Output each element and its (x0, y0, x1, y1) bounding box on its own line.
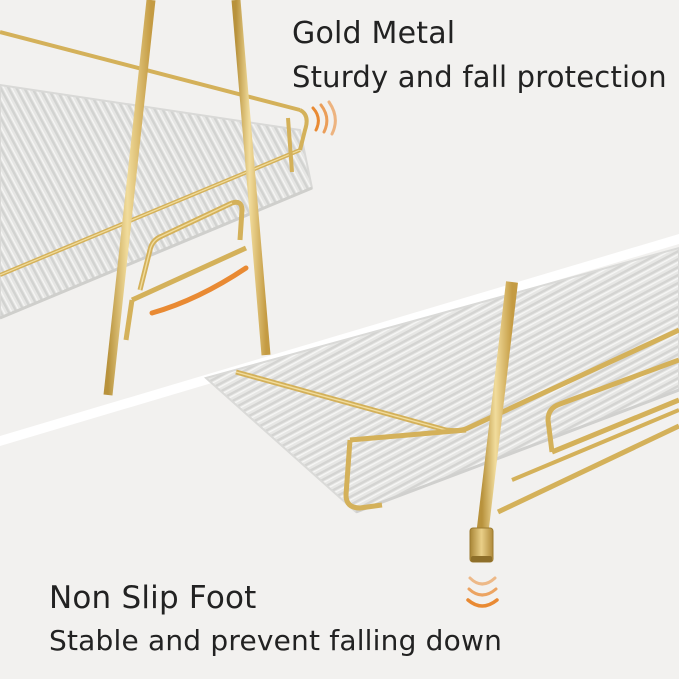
orange-arc-indicator-icon (311, 100, 337, 136)
lower-handle (545, 357, 679, 453)
upper-tray-plate (0, 83, 314, 320)
lower-tray-group (203, 246, 679, 563)
upper-tray-group (0, 0, 314, 396)
orange-chevrons-down-icon (466, 576, 499, 608)
upper-side-rail (298, 108, 309, 151)
upper-tray-edge (0, 186, 313, 320)
top-caption-title: Gold Metal (292, 16, 456, 51)
orange-swoosh-icon (149, 265, 249, 316)
top-caption-subtitle: Sturdy and fall protection (292, 60, 667, 94)
lower-tray-plate (203, 246, 679, 514)
bottom-caption-subtitle: Stable and prevent falling down (49, 624, 503, 657)
lower-corner-loop (343, 439, 383, 511)
lower-leg (476, 281, 518, 537)
upper-leg-right (231, 0, 271, 356)
upper-back-rail (0, 30, 301, 112)
bottom-caption-title: Non Slip Foot (49, 580, 257, 616)
upper-leg-left (103, 0, 156, 396)
